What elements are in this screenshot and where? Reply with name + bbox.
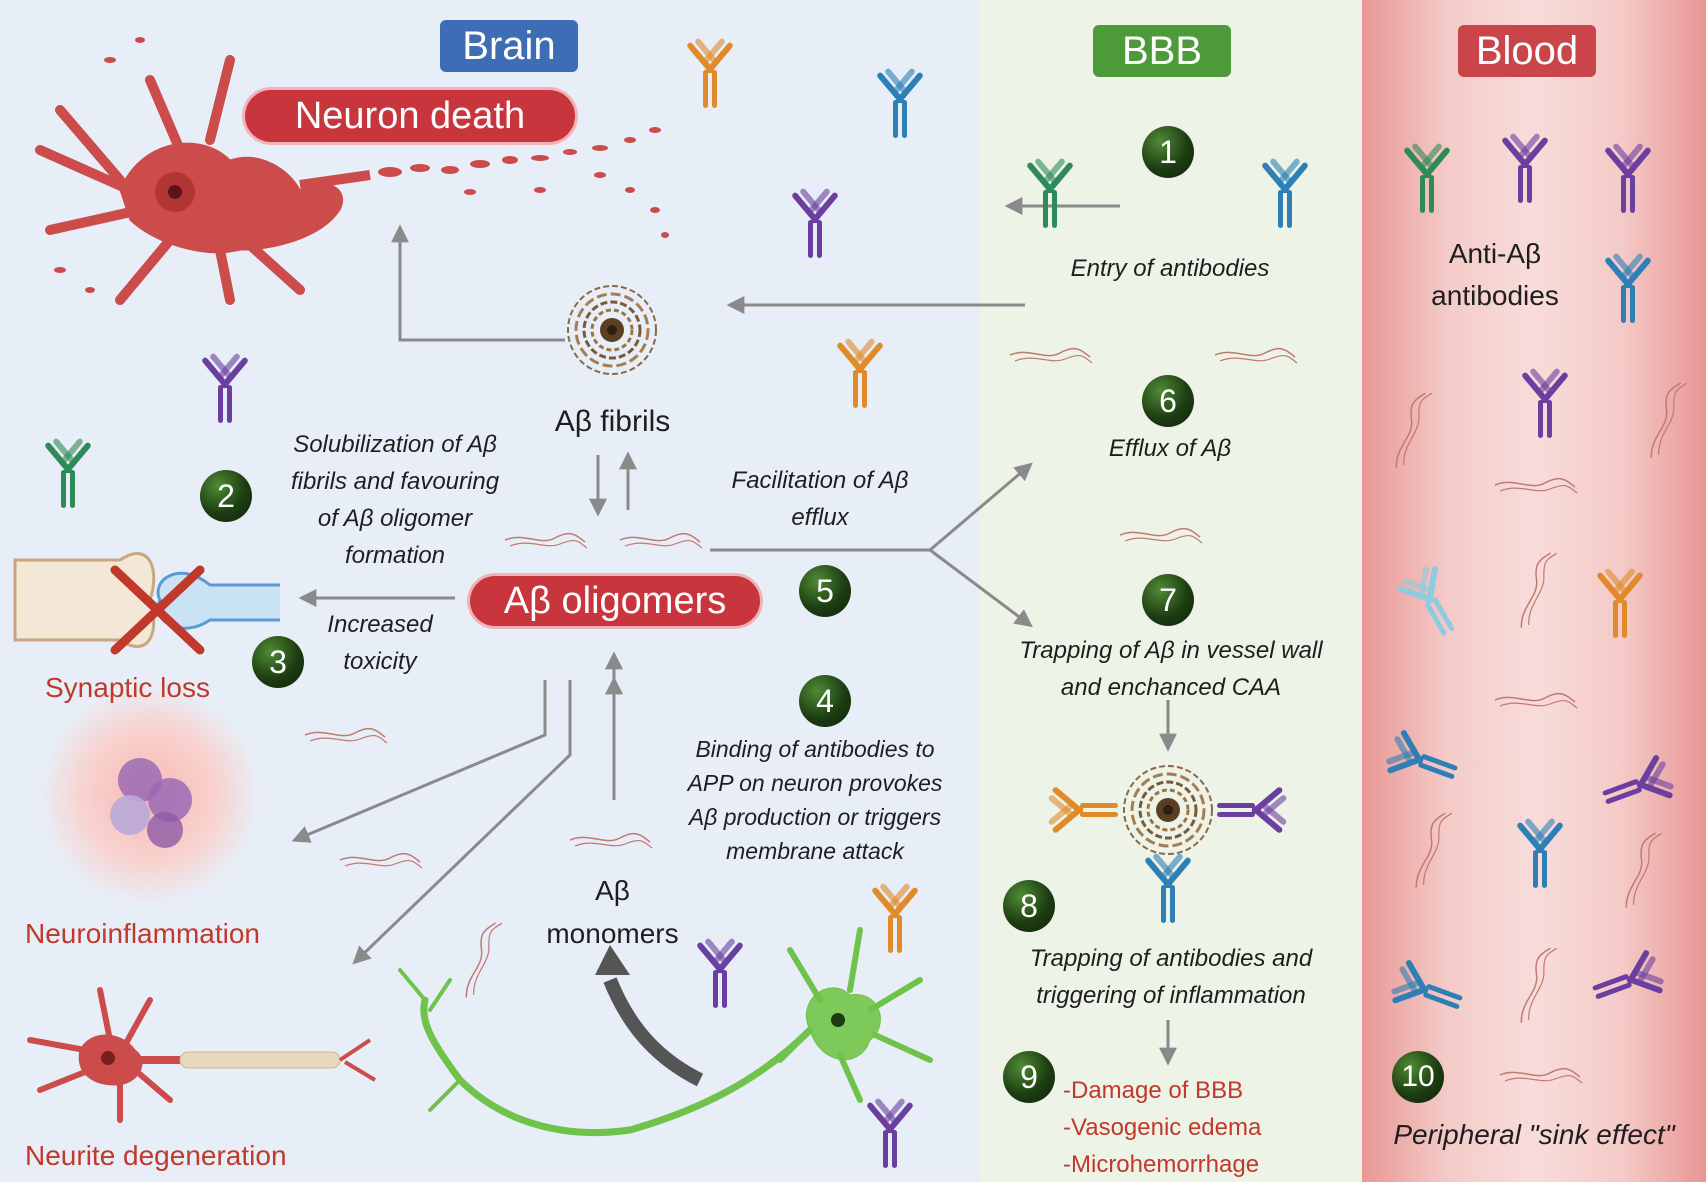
step-4-badge: 4 [799,675,851,727]
step-8-badge: 8 [1003,880,1055,932]
degenerating-neuron-icon [27,987,377,1123]
ab-oligomers-pill: Aβ oligomers [470,576,760,626]
step-8-text-1: Trapping of antibodies and [1029,945,1313,972]
step-3-text-1: Increased [327,611,433,638]
step-3-text-2: toxicity [343,648,417,675]
dying-neuron-icon [35,37,669,305]
step-2-text-4: formation [344,542,446,569]
step-9-text-2: -Vasogenic edema [1063,1114,1262,1141]
step-7-text-2: and enchanced CAA [1060,674,1282,701]
ab-monomers-label-2: monomers [546,918,679,949]
step-4-text-2: APP on neuron provokes [687,770,943,796]
step-4-text-3: Aβ production or triggers [688,804,942,830]
curved-arrow-icon [603,977,704,1087]
step-4-text-4: membrane attack [726,838,904,864]
step-6-text: Efflux of Aβ [1108,435,1232,462]
step-2-text-2: fibrils and favouring [290,468,500,495]
anti-ab-label-2: antibodies [1431,280,1559,311]
step-8-text-2: triggering of inflammation [1036,982,1306,1009]
step-7-text-1: Trapping of Aβ in vessel wall [1019,637,1323,664]
ab-fibrils-label: Aβ fibrils [554,405,671,438]
step-1-badge: 1 [1142,126,1194,178]
step-7-badge: 7 [1142,574,1194,626]
ab-monomers-label-1: Aβ [595,875,630,906]
step-4-text-1: Binding of antibodies to [695,736,935,762]
step-2-badge: 2 [200,470,252,522]
blood-header: Blood [1458,25,1596,77]
brain-header: Brain [440,20,578,72]
step-5-text-2: efflux [791,504,849,531]
healthy-neuron-icon [398,927,933,1136]
step-3-badge: 3 [252,636,304,688]
step-10-text: Peripheral "sink effect" [1393,1119,1675,1150]
synapse-icon [13,552,280,655]
step-2-text-3: of Aβ oligomer [317,505,473,532]
neuron-death-pill: Neuron death [245,90,575,142]
step-9-badge: 9 [1003,1051,1055,1103]
step-9-text-1: -Damage of BBB [1063,1077,1244,1104]
neurite-degeneration-label: Neurite degeneration [25,1140,287,1171]
microglia-icon [40,685,260,905]
neuroinflammation-label: Neuroinflammation [25,918,260,949]
step-5-text-1: Facilitation of Aβ [731,467,909,494]
synaptic-loss-label: Synaptic loss [45,672,210,703]
step-9-text-3: -Microhemorrhage [1063,1151,1260,1178]
step-10-badge: 10 [1392,1051,1444,1103]
step-6-badge: 6 [1142,375,1194,427]
step-5-badge: 5 [799,565,851,617]
step-2-text-1: Solubilization of Aβ [293,431,497,458]
anti-ab-label-1: Anti-Aβ [1448,238,1542,269]
bbb-header: BBB [1093,25,1231,77]
step-1-text: Entry of antibodies [1070,255,1270,282]
arrow-icon [291,197,1177,1066]
